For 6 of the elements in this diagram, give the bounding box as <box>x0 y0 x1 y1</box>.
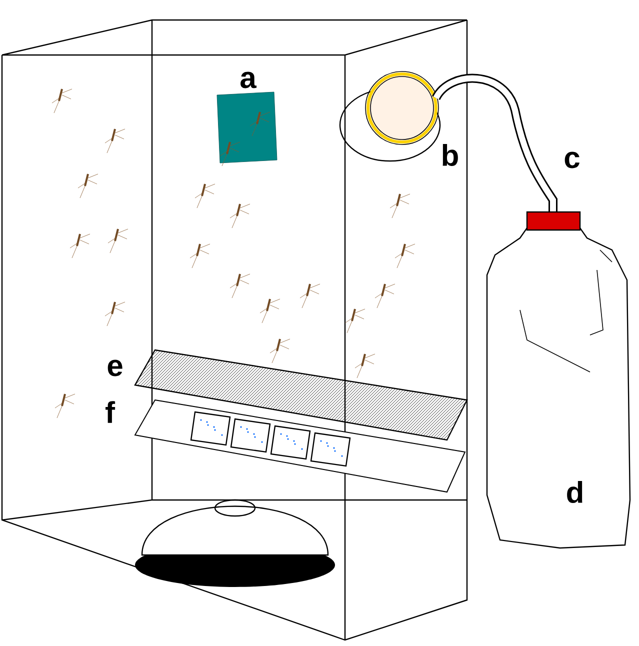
part-letter: e <box>108 360 122 376</box>
part-letter: b <box>442 144 458 166</box>
part-letter: d <box>567 481 582 504</box>
part-letter: a <box>240 72 257 88</box>
part-letter: c <box>564 152 580 168</box>
part-letter: f <box>106 401 116 423</box>
